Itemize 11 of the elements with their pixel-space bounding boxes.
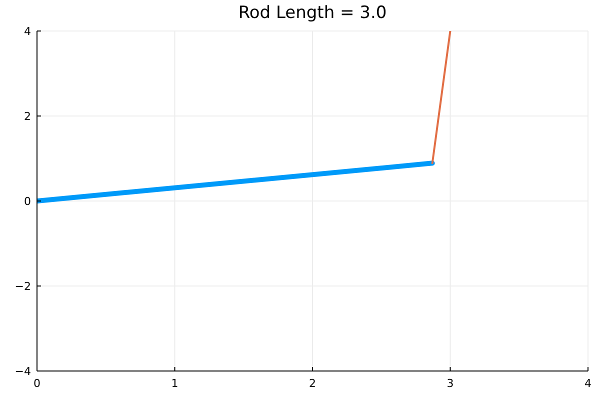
- tick-label: 2: [24, 110, 31, 123]
- chart-title: Rod Length = 3.0: [238, 3, 387, 23]
- tick-label: 4: [584, 377, 592, 390]
- tick-label: 1: [171, 377, 178, 390]
- tick-label: −2: [14, 280, 31, 293]
- tick-label: −4: [14, 365, 31, 378]
- tick-label: 3: [446, 377, 454, 390]
- tick-label: 0: [24, 195, 31, 208]
- tick-label: 4: [24, 25, 31, 38]
- tick-label: 0: [34, 377, 40, 390]
- tick-label: 2: [309, 377, 316, 390]
